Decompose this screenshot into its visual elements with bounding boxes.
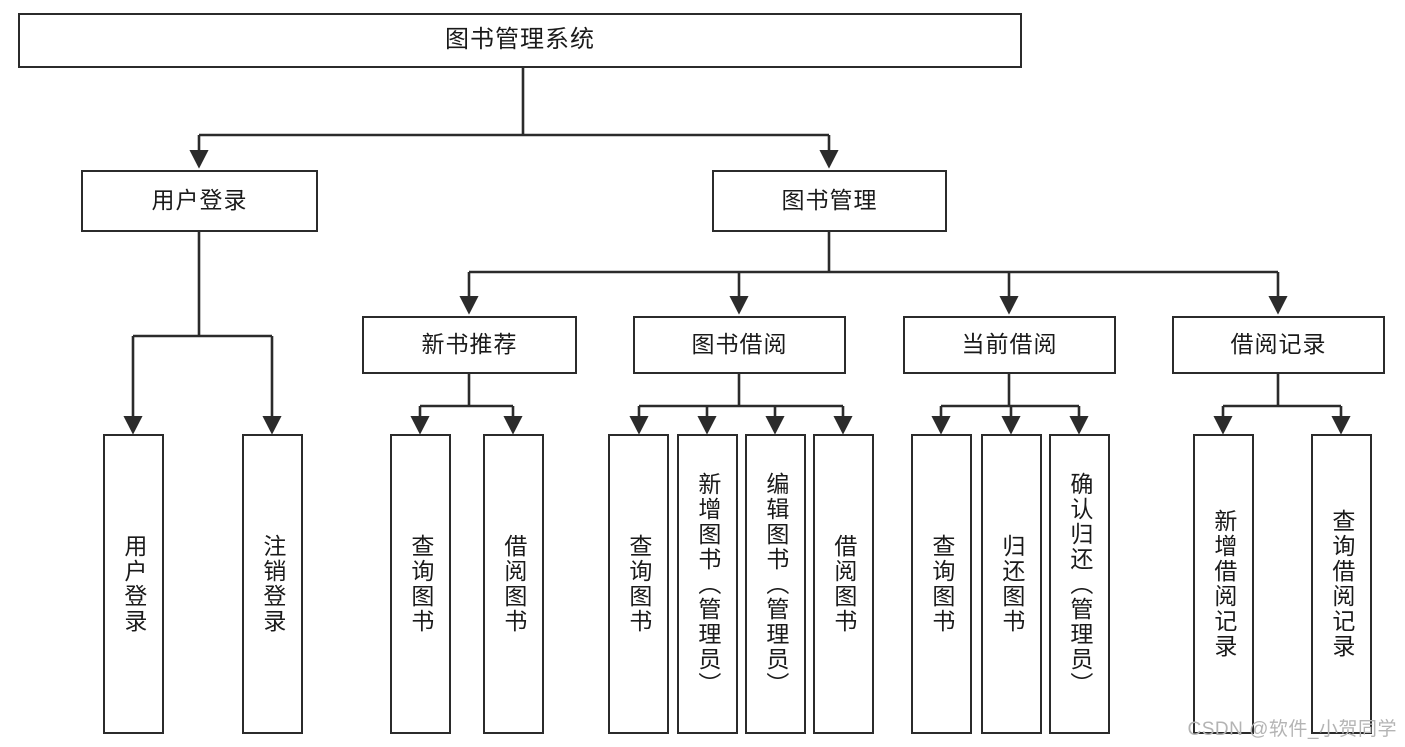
node-label: 当前借阅	[961, 331, 1058, 358]
node-current-borrow[interactable]: 当前借阅	[903, 316, 1116, 374]
node-label: 新书推荐	[421, 331, 518, 358]
node-label: 借阅图书	[830, 534, 857, 634]
node-borrow-record[interactable]: 借阅记录	[1172, 316, 1385, 374]
node-label: 注销登录	[259, 534, 286, 634]
csdn-watermark: CSDN @软件_小贺同学	[1187, 719, 1397, 740]
node-label: 借阅图书	[500, 534, 527, 634]
node-label: 查询图书	[928, 534, 955, 634]
node-leaf-user-login[interactable]: 用户登录	[103, 434, 164, 734]
node-leaf-query-book-1[interactable]: 查询图书	[390, 434, 451, 734]
node-leaf-add-book[interactable]: 新增图书（管理员）	[677, 434, 738, 734]
node-leaf-query-book-2[interactable]: 查询图书	[608, 434, 669, 734]
node-leaf-query-borrow-record[interactable]: 查询借阅记录	[1311, 434, 1372, 734]
node-label: 图书管理	[781, 187, 878, 214]
node-label: 新增借阅记录	[1210, 509, 1237, 659]
node-label: 查询图书	[407, 534, 434, 634]
node-leaf-edit-book[interactable]: 编辑图书（管理员）	[745, 434, 806, 734]
node-label: 图书管理系统	[445, 26, 595, 54]
node-label: 编辑图书（管理员）	[762, 471, 789, 697]
node-leaf-borrow-book-1[interactable]: 借阅图书	[483, 434, 544, 734]
node-root-book-management-system[interactable]: 图书管理系统	[18, 13, 1022, 68]
node-label: 新增图书（管理员）	[694, 471, 721, 697]
node-book-manage[interactable]: 图书管理	[712, 170, 947, 232]
node-leaf-return-book[interactable]: 归还图书	[981, 434, 1042, 734]
node-leaf-borrow-book-2[interactable]: 借阅图书	[813, 434, 874, 734]
node-label: 确认归还（管理员）	[1066, 471, 1093, 697]
node-book-borrow[interactable]: 图书借阅	[633, 316, 846, 374]
node-leaf-confirm-return[interactable]: 确认归还（管理员）	[1049, 434, 1110, 734]
node-label: 图书借阅	[691, 331, 788, 358]
node-user-login[interactable]: 用户登录	[81, 170, 318, 232]
node-new-book-recommendation[interactable]: 新书推荐	[362, 316, 577, 374]
node-label: 借阅记录	[1230, 331, 1327, 358]
node-label: 归还图书	[998, 534, 1025, 634]
node-leaf-user-logout[interactable]: 注销登录	[242, 434, 303, 734]
node-leaf-query-book-3[interactable]: 查询图书	[911, 434, 972, 734]
node-label: 用户登录	[120, 534, 147, 634]
node-leaf-add-borrow-record[interactable]: 新增借阅记录	[1193, 434, 1254, 734]
node-label: 查询借阅记录	[1328, 509, 1355, 659]
node-label: 用户登录	[151, 187, 248, 214]
node-label: 查询图书	[625, 534, 652, 634]
